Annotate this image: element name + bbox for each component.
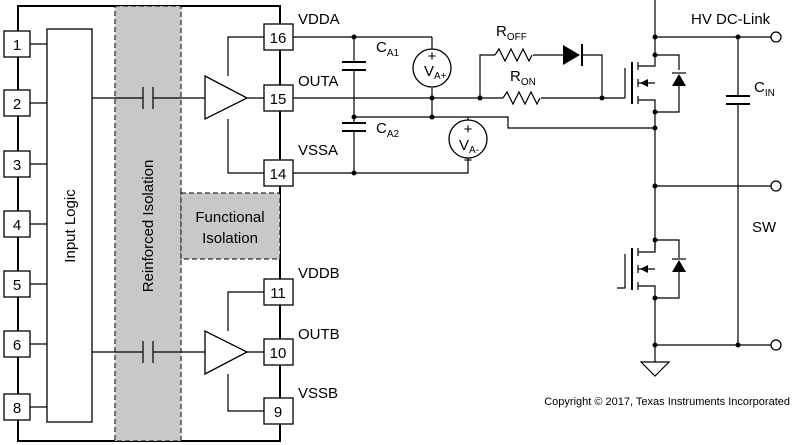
high-side-mosfet [624, 0, 686, 128]
va-minus-minus: − [464, 152, 473, 169]
driver-b-supply-wires [227, 291, 264, 412]
reinforced-isolation-label: Reinforced Isolation [140, 160, 157, 293]
driver-a-buffer [204, 74, 249, 121]
pin-11-box [263, 278, 294, 306]
copyright-text: Copyright © 2017, Texas Instruments Inco… [544, 396, 790, 408]
va-minus-plus: + [464, 121, 473, 138]
pin-8-label: 8 [13, 400, 21, 417]
pin-6-label: 6 [13, 337, 21, 354]
channel-b-coupling-cap [142, 341, 154, 363]
functional-isolation-label-1: Functional [195, 209, 264, 226]
driver-b-buffer [204, 329, 249, 376]
pin-15-box [263, 84, 294, 112]
functional-isolation-box [180, 192, 281, 260]
net-vdda: VDDA [298, 11, 340, 28]
ground-icon [639, 361, 671, 377]
ron-resistor [502, 90, 541, 106]
pin-10-box [263, 338, 294, 366]
hv-dc-link-label: HV DC-Link [691, 11, 771, 28]
pin-15-label: 15 [270, 91, 287, 108]
pin-14-label: 14 [270, 166, 287, 183]
reinforced-isolation-band [114, 5, 182, 442]
right-pins: 16 15 14 11 10 9 [263, 23, 294, 425]
driver-a-supply-wires [227, 36, 264, 174]
hv-dc-link-terminal [770, 31, 782, 43]
functional-isolation-label-2: Isolation [202, 230, 258, 247]
va-plus-plus: + [428, 48, 437, 65]
ca1-label: CA1 [376, 39, 400, 59]
net-vddb: VDDB [298, 265, 340, 282]
pin-9-box [263, 397, 294, 425]
vssa-rail [293, 158, 469, 174]
left-pins: 1 2 3 4 5 6 8 [3, 30, 47, 421]
input-logic-block [46, 28, 93, 423]
va-plus-label: VA+ [424, 63, 447, 82]
roff-label: ROFF [496, 23, 527, 43]
pin-16-label: 16 [270, 30, 287, 47]
pin-10-label: 10 [270, 345, 287, 362]
channel-a-coupling-cap [142, 87, 154, 109]
pin-14-box [263, 159, 294, 187]
net-vssa: VSSA [298, 142, 338, 159]
pin-16-box [263, 23, 294, 51]
ron-label: RON [510, 68, 536, 88]
pin-9-label: 9 [274, 404, 282, 421]
cin-label: CIN [754, 79, 775, 99]
low-side-mosfet [617, 239, 686, 362]
ca2-label: CA2 [376, 120, 400, 140]
net-vssb: VSSB [298, 385, 338, 402]
pin-1-label: 1 [13, 37, 21, 54]
net-outa: OUTA [298, 73, 339, 90]
sw-terminal [770, 180, 782, 192]
source-return-wire [354, 116, 655, 129]
pin-5-label: 5 [13, 277, 21, 294]
ca1-capacitor [342, 61, 366, 71]
ca2-capacitor [342, 122, 366, 132]
va-minus-source [448, 119, 488, 159]
sw-label: SW [752, 219, 777, 236]
net-outb: OUTB [298, 326, 340, 343]
cin-capacitor [726, 95, 750, 105]
pin-11-label: 11 [270, 285, 286, 302]
pin-3-label: 3 [13, 157, 21, 174]
roff-resistor [494, 47, 533, 63]
pin-1-box [3, 30, 31, 58]
va-plus-source [412, 48, 452, 88]
va-minus-label: VA- [459, 137, 479, 156]
roff-diode [563, 45, 580, 65]
pin-2-label: 2 [13, 96, 21, 113]
input-logic-label: Input Logic [62, 189, 79, 263]
ground-terminal [770, 339, 782, 351]
pin-4-label: 4 [13, 217, 21, 234]
